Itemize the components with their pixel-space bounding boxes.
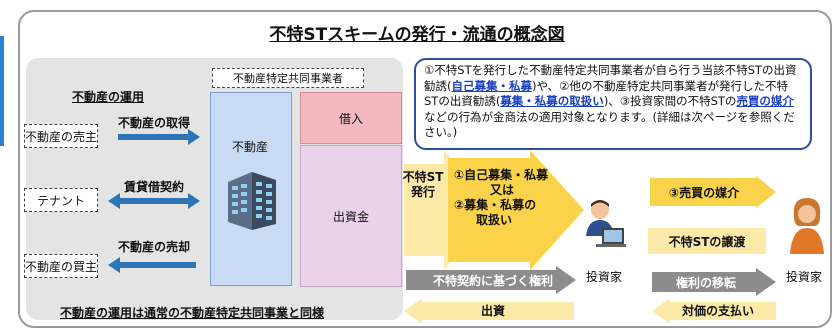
issuance-label: 不特ST 発行 — [402, 170, 444, 199]
sale-label: 不動産の売却 — [118, 240, 191, 254]
offering-line-4: 取扱い — [476, 213, 513, 227]
investor-2-icon — [790, 198, 824, 254]
explanation-note: ①不特STを発行した不動産特定共同事業者が自ら行う当該不特STの出資勧誘(自己募… — [414, 58, 812, 150]
sale-arrow-shaft — [120, 262, 196, 268]
note-text-4: などの行為が金商法の適用対象となります。(詳細は次ページを参照ください。) — [424, 109, 795, 140]
investor-1-label: 投資家 — [586, 270, 623, 284]
payment-arrow — [652, 298, 776, 324]
note-text-1: ①不特STを発行した不動産特定共同事業者が自ら行う当該不特STの出資勧誘( — [424, 63, 797, 93]
rights-transfer-label: 権利の移転 — [675, 276, 736, 290]
rights-arrow-label: 不特契約に基づく権利 — [432, 274, 553, 288]
offering-line-3: ②募集・私募の — [454, 198, 537, 212]
acquisition-label: 不動産の取得 — [118, 116, 191, 130]
lease-arrowhead-left — [108, 193, 120, 209]
note-text-2: )や、②他の不動産特定共同事業者が発行した不特STの出資勧誘( — [424, 78, 788, 109]
lease-arrow-shaft — [120, 198, 188, 204]
lease-arrowhead-right — [188, 193, 200, 209]
note-link-offering-handling[interactable]: 募集・私募の取扱い — [500, 94, 604, 108]
borrowing-box: 借入 — [300, 92, 402, 144]
business-operator-label: 不動産特定共同事業者 — [212, 68, 364, 88]
sale-arrowhead — [108, 257, 120, 273]
footer-note: 不動産の運用は通常の不動産特定共同事業と同様 — [60, 306, 325, 320]
operation-heading: 不動産の運用 — [72, 90, 145, 104]
investment-arrow — [404, 298, 574, 324]
note-text-3: )、③投資家間の不特STの — [603, 94, 737, 108]
rights-transfer-arrow — [652, 268, 776, 296]
building-icon — [228, 172, 276, 230]
investor-2-label: 投資家 — [786, 270, 823, 284]
offering-arrow-text: ①自己募集・私募 又は ②募集・私募の 取扱い — [454, 168, 574, 228]
offering-line-2: 又は — [490, 183, 515, 197]
seller-box: 不動産の売主 — [24, 124, 98, 148]
acquisition-arrowhead — [188, 129, 200, 145]
brokerage-arrow-label: ③売買の媒介 — [668, 186, 740, 200]
real-estate-label: 不動産 — [231, 140, 268, 154]
issuance-arrows — [404, 150, 584, 270]
lease-label: 賃貸借契約 — [124, 180, 185, 194]
acquisition-arrow-shaft — [118, 134, 188, 140]
investment-arrow-label: 出資 — [480, 304, 505, 318]
transfer-box: 不特STの譲渡 — [648, 228, 766, 254]
diagram-title: 不特STスキームの発行・流通の概念図 — [269, 25, 565, 45]
brokerage-arrow — [650, 176, 776, 208]
investor-1-icon — [586, 200, 626, 247]
rights-arrow — [406, 266, 576, 294]
left-accent-bar — [0, 36, 4, 146]
payment-arrow-label: 対価の支払い — [681, 304, 754, 318]
tenant-box: テナント — [24, 188, 98, 212]
note-link-self-offering[interactable]: 自己募集・私募 — [451, 78, 533, 93]
equity-box: 出資金 — [300, 145, 402, 287]
buyer-box: 不動産の買主 — [24, 254, 98, 278]
note-link-brokerage[interactable]: 売買の媒介 — [736, 94, 794, 108]
offering-line-1: ①自己募集・私募 — [454, 168, 549, 182]
